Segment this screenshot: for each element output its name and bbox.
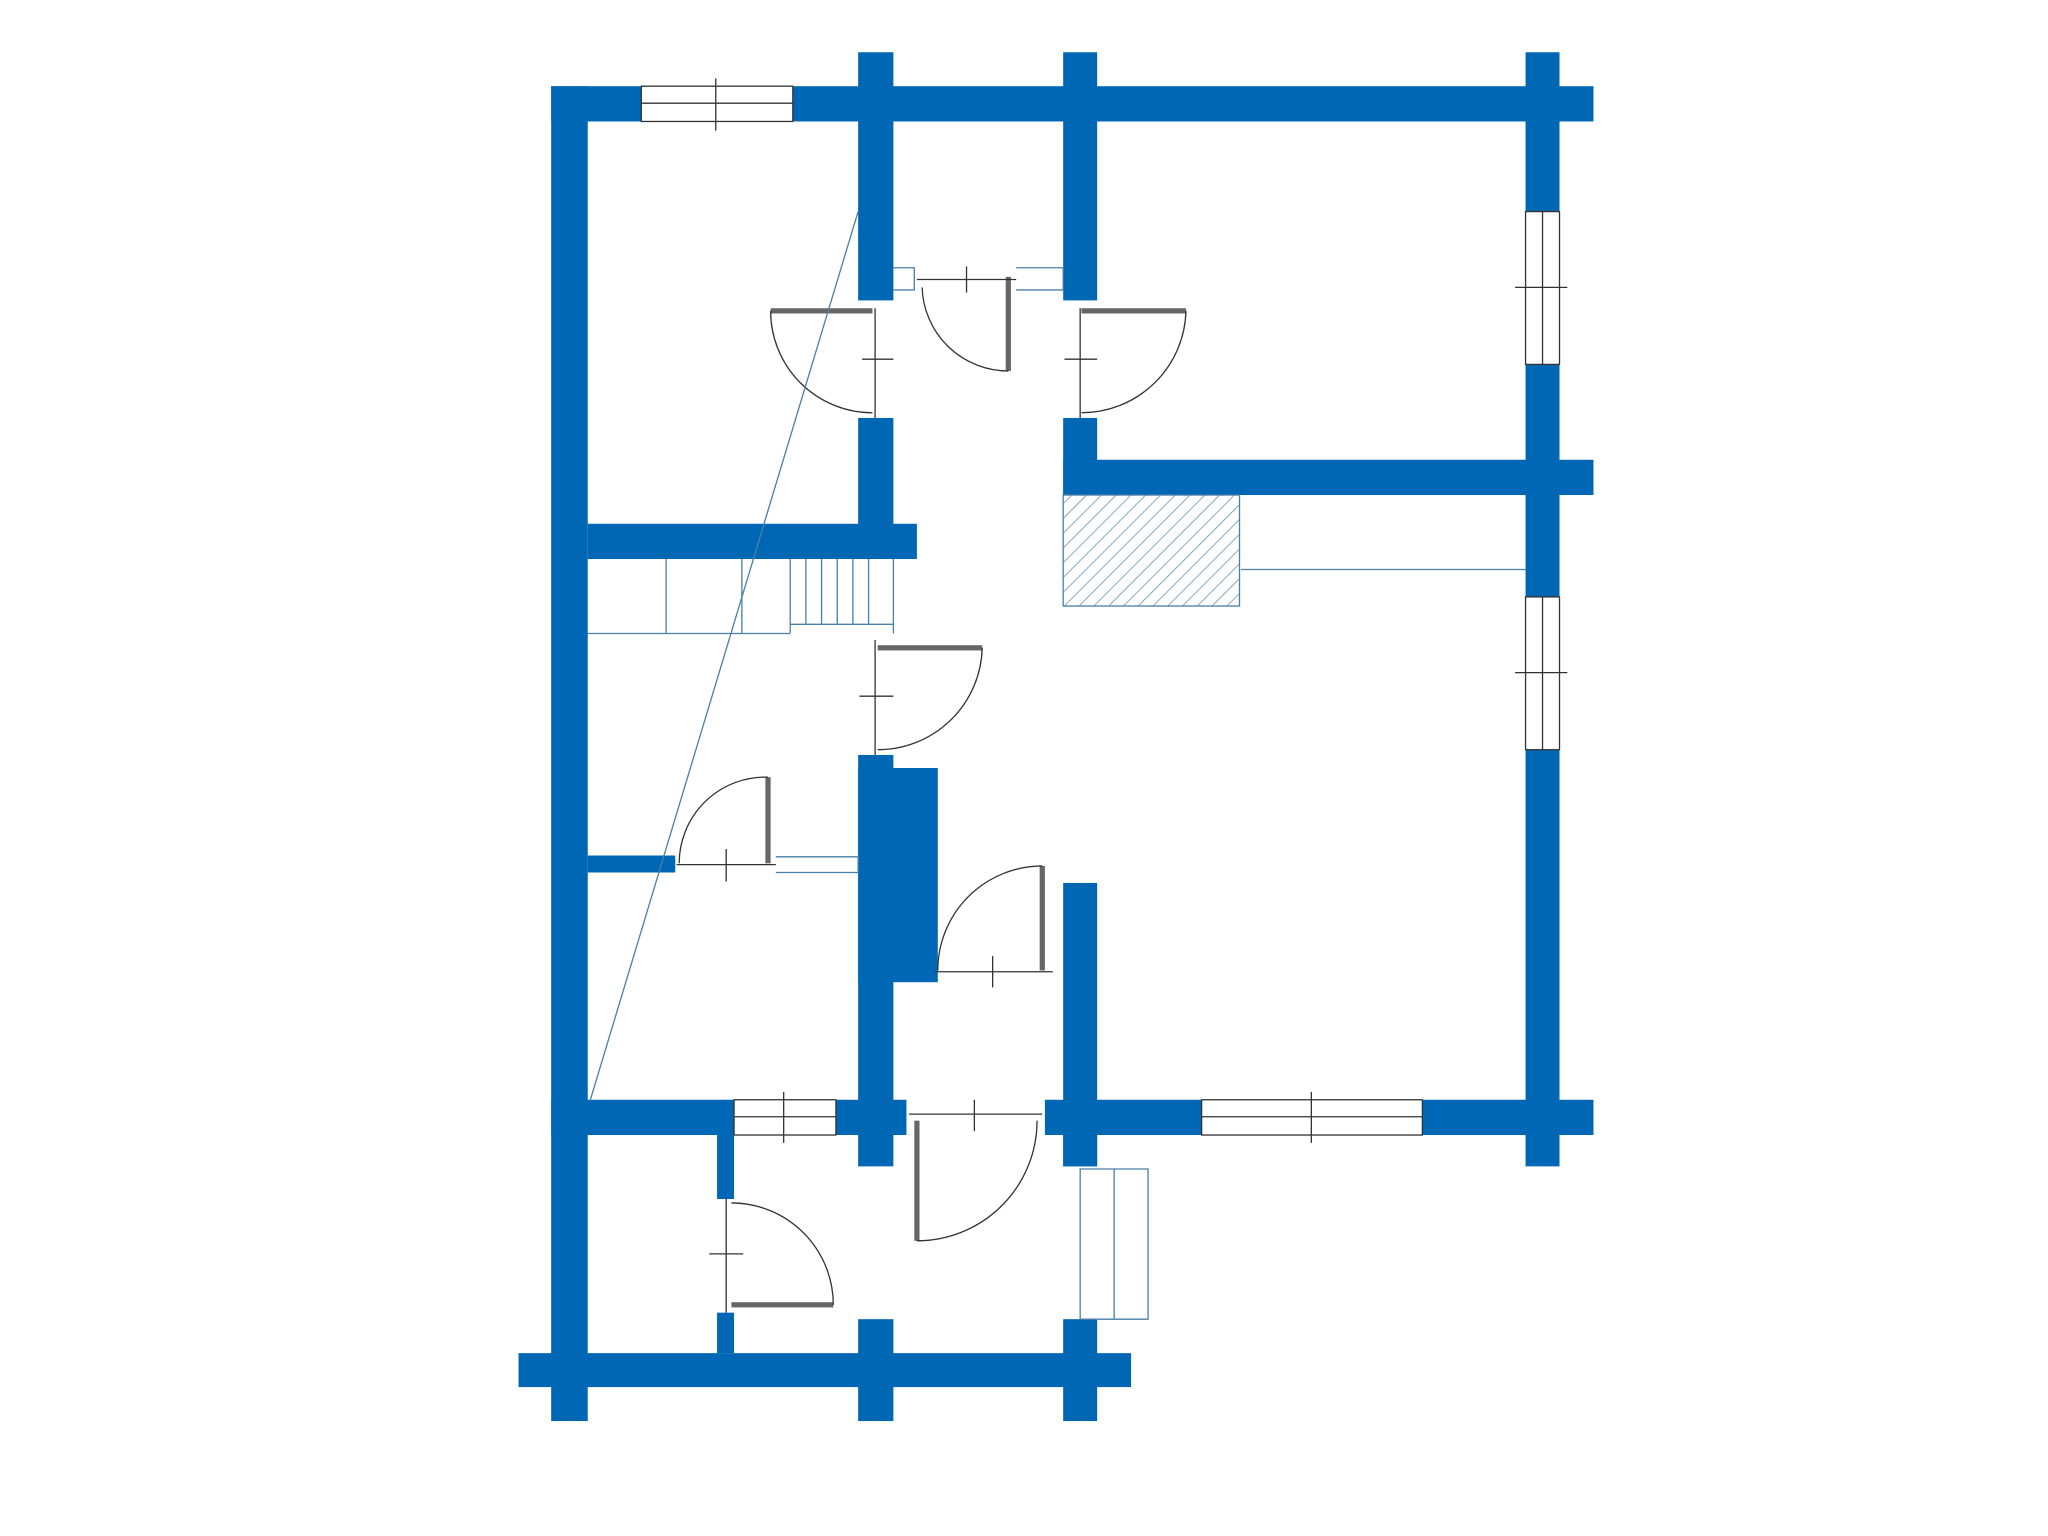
door-leaf (770, 308, 873, 314)
door-leaf (731, 1302, 834, 1308)
wall-stub (1063, 52, 1098, 301)
wall-vestibule (717, 1135, 735, 1200)
door-swing (877, 647, 983, 751)
door-swing (731, 1202, 834, 1305)
wall-left-outer (551, 86, 588, 1422)
wall-stub (1063, 1135, 1098, 1167)
wall-vestibule (717, 1312, 735, 1354)
door-swing (1081, 310, 1187, 414)
door-leaf (1039, 865, 1045, 971)
doors (676, 266, 1187, 1313)
wall-middle-horizontal (551, 1099, 907, 1136)
door-leaf (914, 1120, 920, 1241)
door-leaf (1005, 276, 1011, 371)
windows (640, 78, 1568, 1143)
walls (518, 52, 1594, 1422)
wall-stair (587, 523, 917, 560)
door-leaf (877, 645, 983, 651)
door-swing (769, 310, 873, 414)
wall-room-divider (1063, 459, 1594, 496)
entrance-steps (1079, 1168, 1149, 1320)
wall-bottom-outer (518, 1353, 1132, 1388)
wall-stub (1063, 1319, 1098, 1422)
stairs (587, 211, 1526, 1320)
door-leaf (765, 777, 771, 864)
fireplace-hatched-area (1062, 494, 1241, 607)
wall-stub (1063, 417, 1098, 496)
door-swing (678, 776, 769, 864)
wall-stub (858, 1319, 894, 1422)
guide-line (589, 211, 859, 1100)
door-leaf (1081, 308, 1186, 314)
door-swing (921, 287, 1009, 372)
wall-thin-left (587, 855, 676, 873)
door-swing (916, 1120, 1038, 1242)
wall-stub (858, 52, 894, 301)
door-swing (937, 865, 1043, 971)
chimney-block (858, 768, 938, 983)
